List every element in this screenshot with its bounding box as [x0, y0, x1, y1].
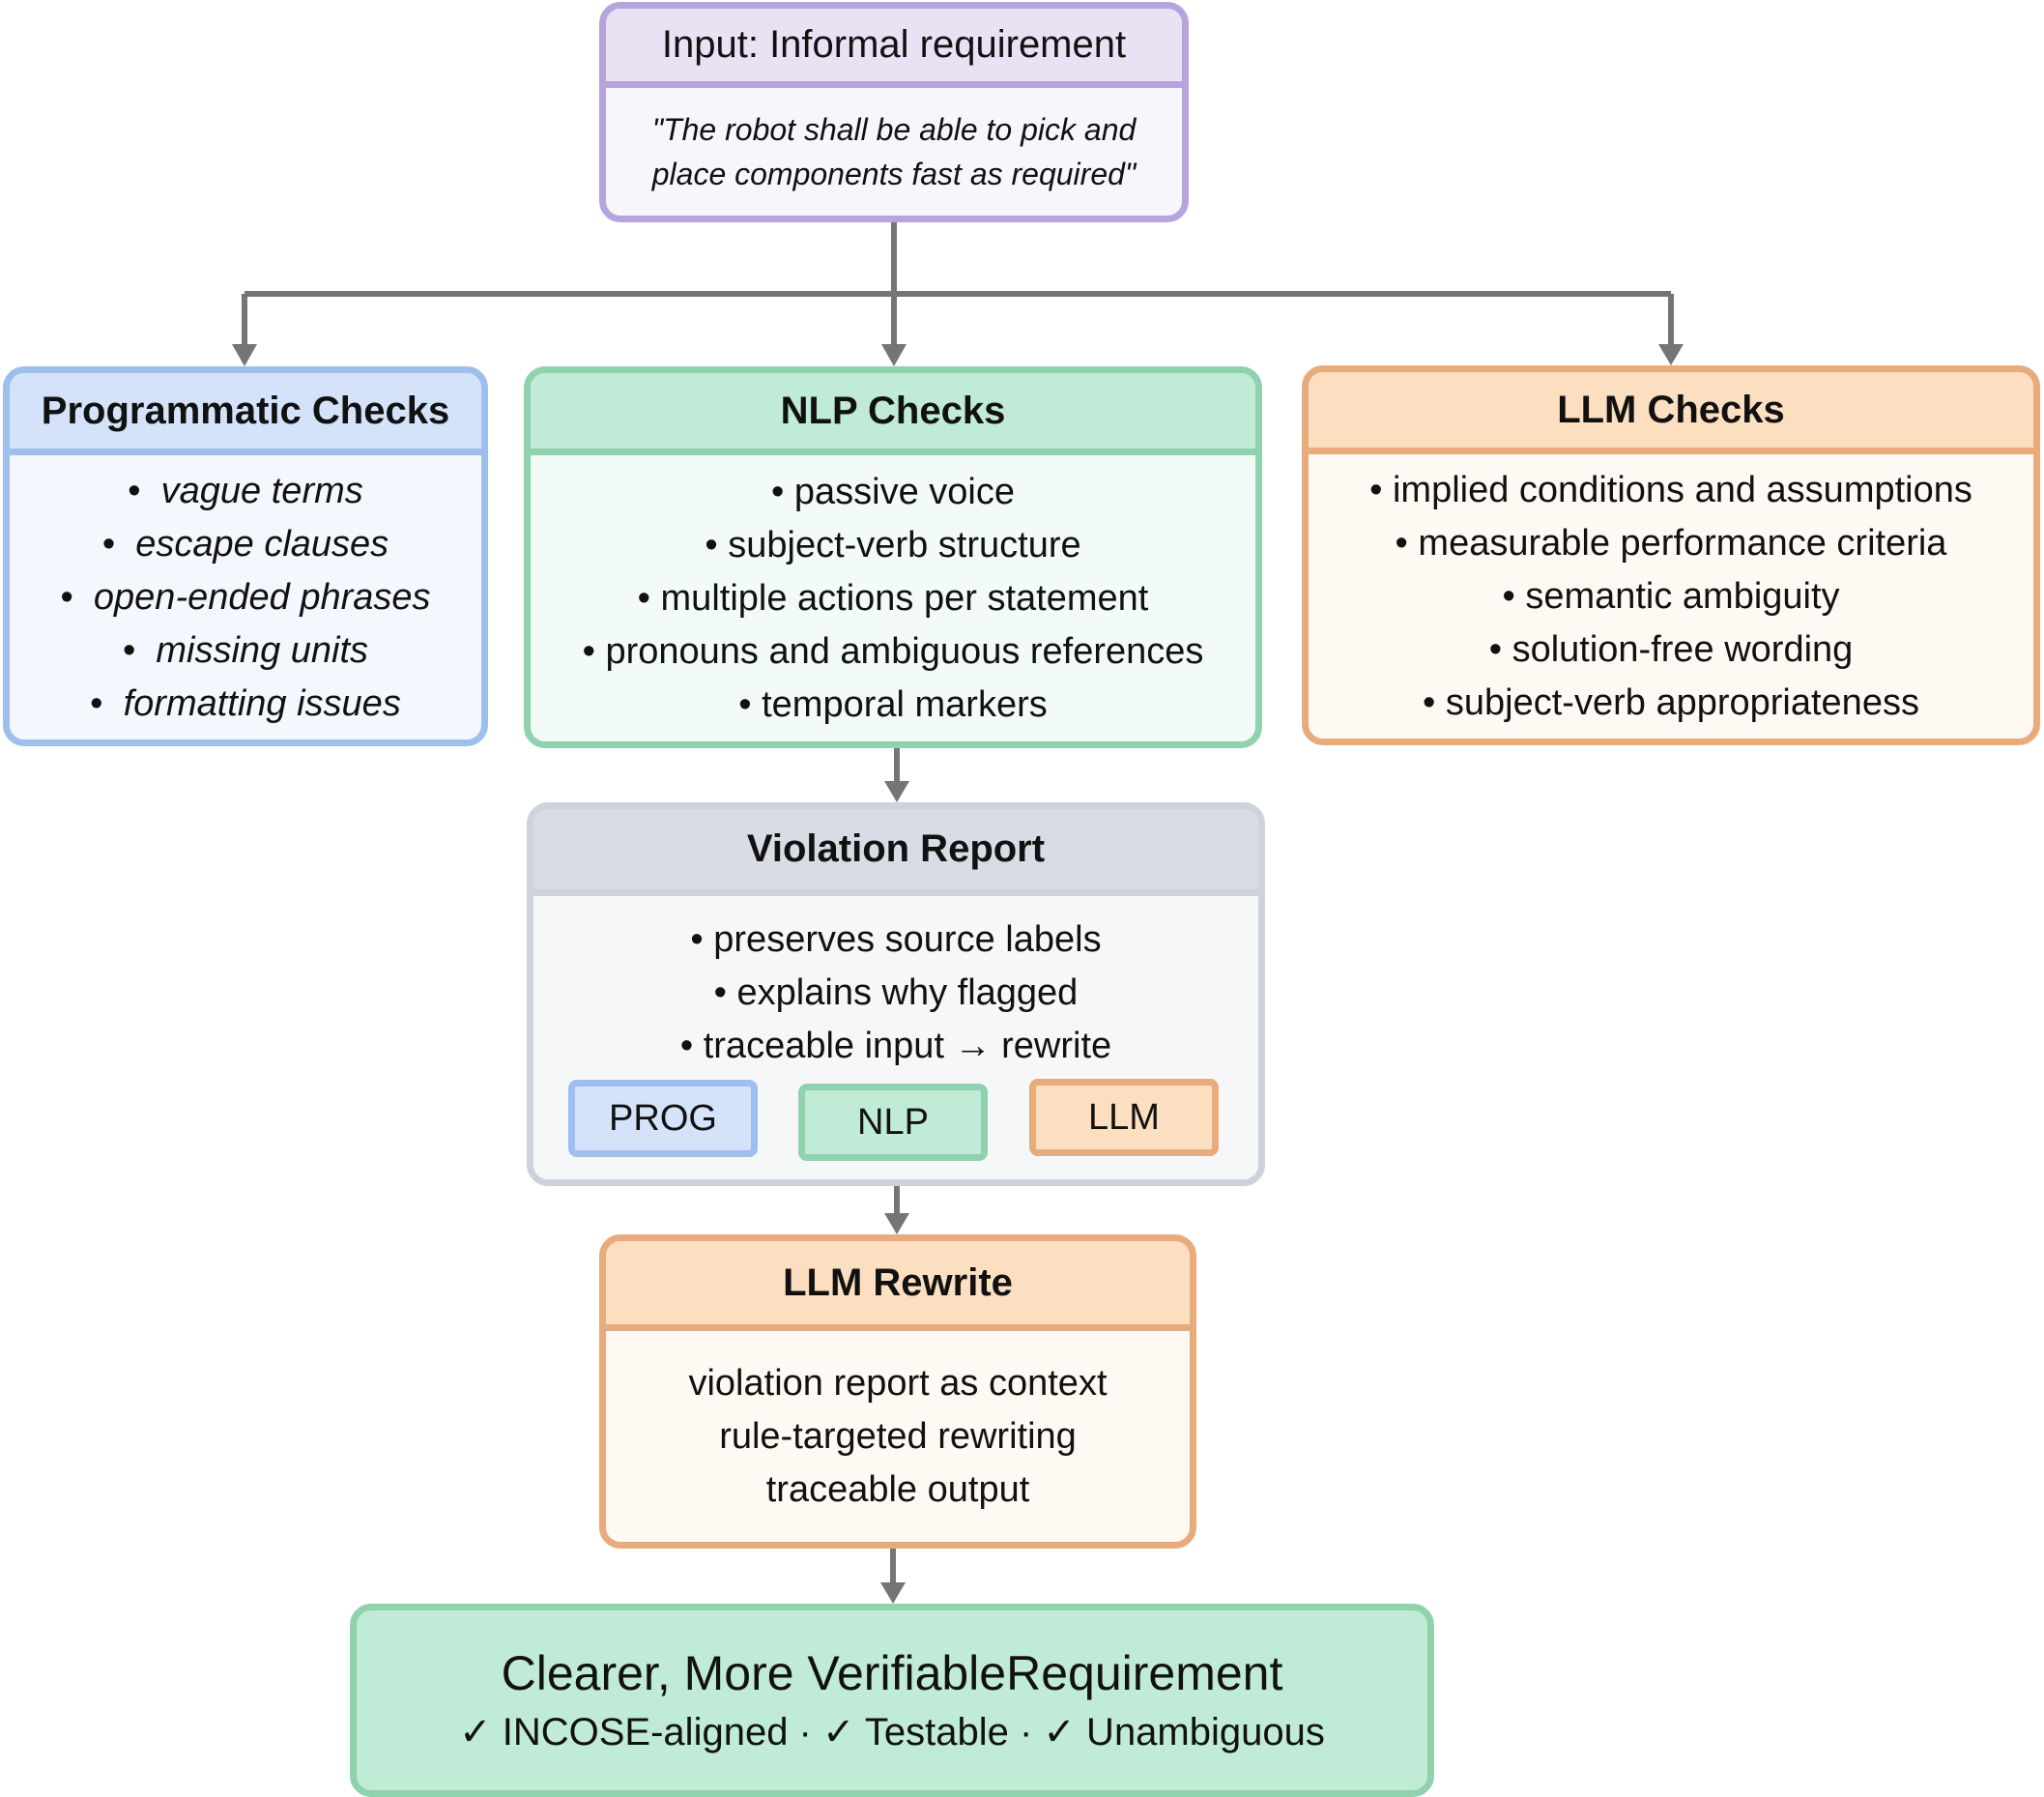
programmatic-checks-list: vague terms escape clauses open-ended ph…: [60, 465, 431, 731]
arrowhead-programmatic: [232, 344, 257, 366]
llm-checks-list: implied conditions and assumptions measu…: [1369, 464, 1972, 730]
llm-checks-title: LLM Checks: [1309, 372, 2033, 454]
input-requirement-box: Input: Informal requirement "The robot s…: [599, 2, 1189, 222]
list-item: multiple actions per statement: [583, 572, 1204, 625]
arrowhead-report: [884, 781, 909, 802]
llm-rewrite-line: rule-targeted rewriting: [719, 1415, 1077, 1457]
list-item: vague terms: [60, 465, 430, 518]
input-quote-line-2: place components fast as required": [651, 157, 1137, 191]
input-quote: "The robot shall be able to pick and pla…: [606, 88, 1182, 216]
list-item: explains why flagged: [680, 967, 1111, 1020]
llm-rewrite-title: LLM Rewrite: [606, 1241, 1190, 1331]
llm-checks-box: LLM Checks implied conditions and assump…: [1302, 365, 2040, 745]
list-item: semantic ambiguity: [1369, 570, 1972, 623]
source-badge-nlp: NLP: [798, 1084, 988, 1161]
source-badge-llm: LLM: [1029, 1079, 1219, 1156]
output-requirement-box: Clearer, More VerifiableRequirement ✓ IN…: [350, 1604, 1434, 1797]
source-badge-prog: PROG: [568, 1080, 758, 1157]
list-item: subject-verb appropriateness: [1369, 677, 1972, 730]
nlp-checks-title: NLP Checks: [531, 373, 1255, 455]
llm-rewrite-box: LLM Rewrite violation report as context …: [599, 1234, 1196, 1549]
violation-report-list: preserves source labels explains why fla…: [680, 913, 1111, 1073]
list-item: pronouns and ambiguous references: [583, 625, 1203, 679]
programmatic-checks-title: Programmatic Checks: [10, 373, 481, 455]
list-item: open-ended phrases: [60, 571, 431, 624]
arrowhead-nlp: [881, 344, 907, 366]
output-subtitle: ✓ INCOSE-aligned · ✓ Testable · ✓ Unambi…: [459, 1711, 1325, 1754]
list-item: escape clauses: [60, 518, 430, 571]
list-item: preserves source labels: [680, 913, 1111, 967]
arrowhead-rewrite: [884, 1213, 909, 1234]
llm-rewrite-body: violation report as context rule-targete…: [606, 1331, 1190, 1542]
llm-rewrite-line: traceable output: [765, 1468, 1030, 1510]
list-item: measurable performance criteria: [1369, 517, 1972, 570]
list-item: traceable input → rewrite: [680, 1020, 1111, 1073]
list-item: solution-free wording: [1369, 623, 1972, 677]
list-item: missing units: [60, 624, 430, 678]
nlp-checks-box: NLP Checks passive voice subject-verb st…: [524, 366, 1262, 748]
arrowhead-llm-checks: [1658, 344, 1684, 365]
llm-rewrite-line: violation report as context: [688, 1362, 1108, 1404]
arrowhead-output: [880, 1582, 906, 1604]
input-quote-line-1: "The robot shall be able to pick and: [651, 112, 1137, 147]
list-item: passive voice: [583, 466, 1204, 519]
list-item: subject-verb structure: [583, 519, 1204, 572]
list-item: formatting issues: [60, 678, 430, 731]
input-header: Input: Informal requirement: [606, 9, 1182, 88]
programmatic-checks-box: Programmatic Checks vague terms escape c…: [3, 366, 488, 746]
list-item: implied conditions and assumptions: [1369, 464, 1972, 517]
nlp-checks-list: passive voice subject-verb structure mul…: [583, 466, 1204, 732]
output-title: Clearer, More VerifiableRequirement: [501, 1646, 1283, 1700]
list-item: temporal markers: [583, 679, 1204, 732]
violation-report-title: Violation Report: [533, 809, 1258, 896]
